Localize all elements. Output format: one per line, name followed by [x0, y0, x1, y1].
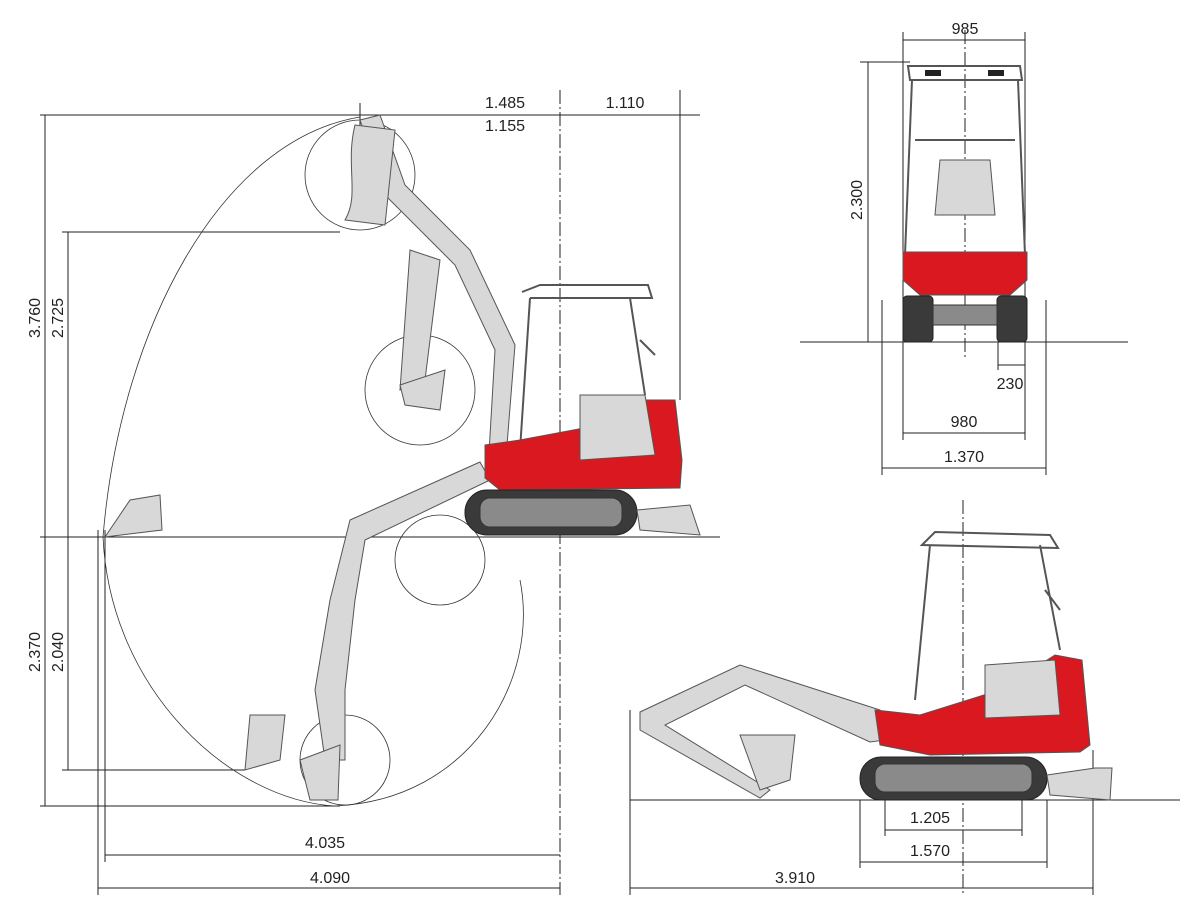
track-frame	[479, 497, 623, 528]
bucket-raised	[344, 124, 396, 226]
canopy-transport	[914, 530, 1061, 701]
label-2725: 2.725	[50, 298, 67, 338]
transport-view: 1.205 1.570 3.910	[629, 500, 1180, 895]
label-1110: 1.110	[606, 95, 645, 112]
label-980: 980	[951, 414, 978, 431]
track-right	[996, 295, 1028, 343]
canopy-front	[904, 65, 1026, 256]
label-1485: 1.485	[485, 95, 525, 112]
dozer-blade	[1046, 767, 1113, 801]
boom-folded	[639, 664, 886, 799]
label-3910: 3.910	[775, 870, 815, 887]
upper-structure-front	[902, 251, 1028, 296]
bucket-arc	[394, 514, 486, 606]
digging-envelope	[102, 116, 524, 807]
engine-hood	[984, 659, 1061, 719]
canopy-light	[988, 70, 1004, 76]
label-3760: 3.760	[27, 298, 44, 338]
engine-hood	[579, 394, 656, 461]
arm-retracted	[399, 249, 441, 391]
undercarriage	[932, 304, 998, 326]
label-1205: 1.205	[910, 810, 950, 827]
working-range-view: 1.485 1.155 1.110 3.760 2.725 2.370 2.04…	[27, 90, 720, 895]
canopy-light	[925, 70, 941, 76]
label-2300: 2.300	[849, 180, 866, 220]
bucket-ground	[103, 494, 163, 538]
bucket-retracted	[399, 369, 446, 411]
dozer-blade	[636, 504, 701, 536]
excavator-side	[464, 284, 701, 536]
label-1155: 1.155	[485, 118, 525, 135]
label-2040: 2.040	[50, 632, 67, 672]
label-4035: 4.035	[305, 835, 345, 852]
label-1570: 1.570	[910, 843, 950, 860]
label-230: 230	[997, 376, 1024, 393]
front-view: 985 2.300 230 980 1.370	[800, 21, 1128, 475]
seat	[934, 159, 996, 216]
bucket-wall	[244, 714, 286, 771]
label-4090: 4.090	[310, 870, 350, 887]
track-left	[902, 295, 934, 343]
boom-lowered	[314, 461, 491, 761]
canopy	[519, 284, 656, 451]
bucket-lowered	[299, 744, 341, 801]
track-frame	[874, 763, 1033, 793]
label-2370: 2.370	[27, 632, 44, 672]
bucket-folded	[739, 734, 796, 791]
label-1370: 1.370	[944, 449, 984, 466]
label-985: 985	[952, 21, 979, 38]
